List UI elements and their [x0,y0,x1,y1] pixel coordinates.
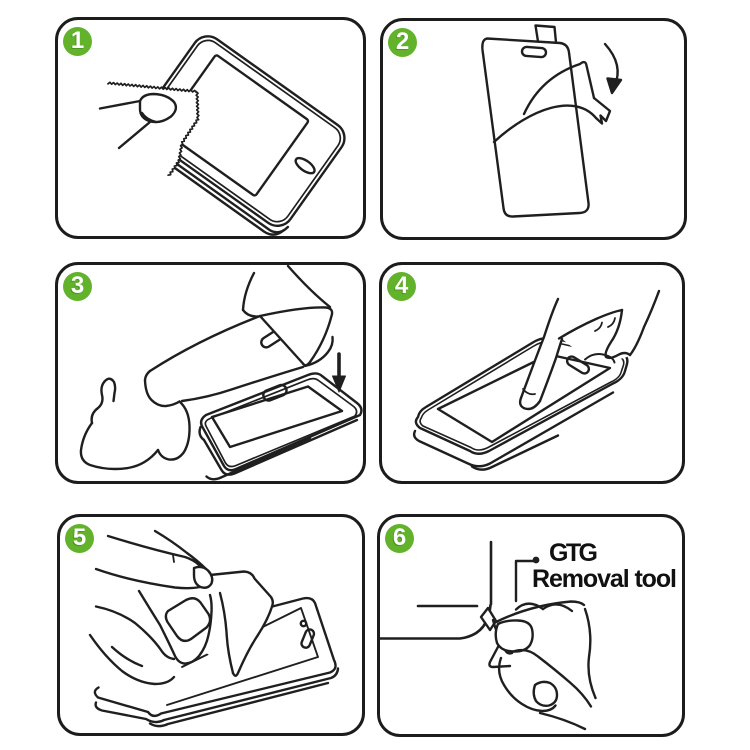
svg-text:GTG: GTG [549,539,598,567]
svg-text:Removal tool: Removal tool [532,565,677,593]
